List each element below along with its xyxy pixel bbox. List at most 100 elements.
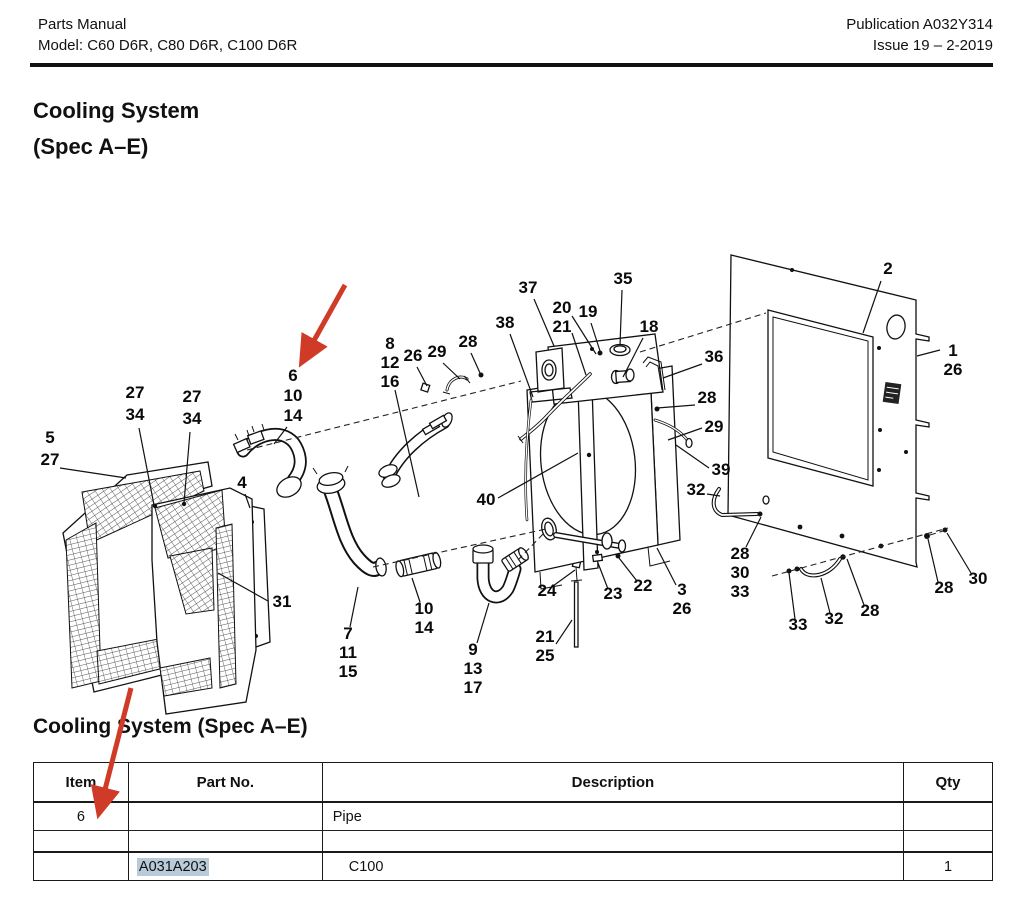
cell-description: C100 xyxy=(321,851,905,881)
callout-27-34-a: 34 xyxy=(126,405,145,424)
leader-line-5-27 xyxy=(59,467,127,479)
leader-line-28-b xyxy=(656,404,696,409)
callout-9-13-17: 13 xyxy=(464,659,483,678)
cell-part-no xyxy=(127,830,323,853)
callout-20-21: 20 xyxy=(553,298,572,317)
callout-3-26: 3 xyxy=(677,580,686,599)
callout-5-27: 27 xyxy=(41,450,60,469)
callout-27-34-b: 27 xyxy=(183,387,202,406)
u-clamp xyxy=(786,554,846,578)
callout-28-d: 28 xyxy=(935,578,954,597)
callout-39: 39 xyxy=(712,460,731,479)
leader-line-30-a xyxy=(946,532,972,574)
publication-number: Publication A032Y314 xyxy=(846,16,993,33)
callout-9-13-17: 9 xyxy=(468,640,477,659)
callout-27-34-b: 34 xyxy=(183,409,202,428)
u-hose xyxy=(472,544,529,604)
vent-fitting-group xyxy=(420,372,484,395)
leader-line-4 xyxy=(244,493,251,509)
leader-line-32-b xyxy=(820,577,831,614)
callout-28-a: 28 xyxy=(459,332,478,351)
callout-5-27: 5 xyxy=(45,428,54,447)
doc-type: Parts Manual xyxy=(38,16,127,33)
callout-19: 19 xyxy=(579,302,598,321)
leader-line-22 xyxy=(618,557,638,582)
leader-line-39 xyxy=(675,444,710,469)
leader-line-40 xyxy=(497,452,579,499)
callout-2: 2 xyxy=(883,259,892,278)
callout-1-26: 1 xyxy=(948,341,957,360)
leader-line-27-34-b xyxy=(183,431,191,504)
callout-28-30-33: 30 xyxy=(731,563,750,582)
table-row xyxy=(33,830,993,853)
callout-21-25: 25 xyxy=(536,646,555,665)
grille-panel-left xyxy=(62,461,217,693)
callout-21-25: 21 xyxy=(536,627,555,646)
leader-line-35 xyxy=(619,289,623,346)
highlighted-part-number[interactable]: A031A203 xyxy=(136,857,209,876)
leader-line-38 xyxy=(509,333,534,398)
callout-29-a: 29 xyxy=(428,342,447,361)
callout-9-13-17: 17 xyxy=(464,678,483,697)
leader-line-29-a xyxy=(442,362,461,380)
callout-7-11-15: 15 xyxy=(339,662,358,681)
page-title: Cooling System xyxy=(33,98,200,123)
callout-31: 31 xyxy=(273,592,292,611)
cell-part-no xyxy=(127,801,323,831)
col-header-item: Item xyxy=(33,762,129,803)
overflow-tube xyxy=(570,559,583,648)
leader-line-3-26 xyxy=(656,547,677,586)
callout-32-b: 32 xyxy=(825,609,844,628)
callout-27-34-a: 27 xyxy=(126,383,145,402)
hose-connector xyxy=(395,551,442,578)
leader-line-28-a xyxy=(470,352,481,374)
leader-line-18 xyxy=(622,337,644,378)
callout-6-10-14: 10 xyxy=(284,386,303,405)
leader-line-31 xyxy=(217,572,269,602)
hose-middle xyxy=(378,412,453,488)
callout-4: 4 xyxy=(237,473,247,492)
callout-40: 40 xyxy=(477,490,496,509)
mounting-plate xyxy=(231,501,271,653)
callout-28-c: 28 xyxy=(861,601,880,620)
table-row: A031A203 C100 1 xyxy=(33,851,993,881)
leader-line-10-14-b xyxy=(411,577,421,603)
col-header-description: Description xyxy=(321,762,905,803)
callout-10-14-b: 14 xyxy=(415,618,434,637)
callout-23: 23 xyxy=(604,584,623,603)
col-header-part-no: Part No. xyxy=(127,762,323,803)
callout-28-b: 28 xyxy=(698,388,717,407)
leader-line-20-21 xyxy=(571,332,587,376)
cell-item: 6 xyxy=(33,801,129,831)
leader-line-2 xyxy=(862,280,882,334)
cell-qty: 1 xyxy=(903,851,993,881)
callout-35: 35 xyxy=(614,269,633,288)
callout-7-11-15: 7 xyxy=(343,624,352,643)
leader-line-6-10-14 xyxy=(273,426,288,445)
cell-item xyxy=(33,851,129,881)
callout-32-a: 32 xyxy=(687,480,706,499)
leader-line-28-30-33 xyxy=(745,516,762,548)
hook-rod xyxy=(711,487,763,518)
leader-line-28-c xyxy=(846,558,865,606)
callout-30-a: 30 xyxy=(969,569,988,588)
cell-part-no: A031A203 xyxy=(127,851,323,881)
assembly-dashed-lines xyxy=(246,312,949,577)
callout-29-b: 29 xyxy=(705,417,724,436)
parts-table: Item Part No. Description Qty 6 Pipe xyxy=(33,762,993,881)
leader-line-26-a xyxy=(416,366,428,387)
callout-3-26: 26 xyxy=(673,599,692,618)
callout-6-10-14: 14 xyxy=(284,406,303,425)
leader-line-33-a xyxy=(788,572,796,620)
cell-qty xyxy=(903,801,993,831)
leader-line-9-13-17 xyxy=(476,602,490,644)
leader-line-36 xyxy=(662,363,703,379)
callout-8-12-16: 8 xyxy=(385,334,394,353)
hose-lower-left xyxy=(312,465,387,577)
callout-10-14-b: 10 xyxy=(415,599,434,618)
leader-line-23 xyxy=(597,562,609,590)
callout-20-21: 21 xyxy=(553,317,572,336)
callout-33-a: 33 xyxy=(789,615,808,634)
table-header-row: Item Part No. Description Qty xyxy=(33,762,993,803)
